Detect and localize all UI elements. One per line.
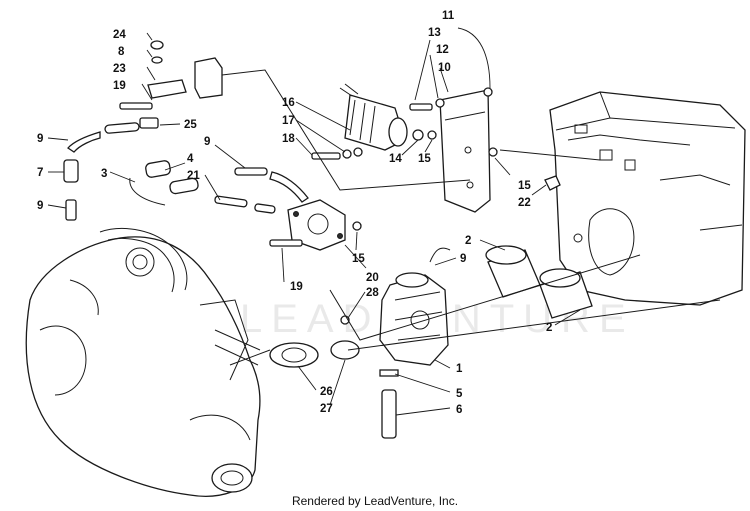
callout-label: 9 (37, 133, 43, 145)
callout-label: 24 (113, 29, 126, 41)
callout-label: 9 (460, 253, 466, 265)
callout-label: 2 (546, 322, 552, 334)
callout-label: 11 (442, 10, 455, 22)
callout-label: 22 (518, 197, 531, 209)
callout-label: 8 (118, 46, 125, 58)
callout-label: 21 (187, 170, 200, 182)
callout-label: 12 (436, 44, 449, 56)
callout-label: 6 (456, 404, 462, 416)
carburetor (379, 247, 451, 439)
callout-label: 4 (187, 153, 194, 165)
airbox-housing (549, 91, 746, 306)
intake-boots (485, 245, 593, 319)
callout-label: 13 (428, 27, 441, 39)
assembly-lines (221, 69, 721, 366)
callout-label: 19 (290, 281, 303, 293)
callout-label: 9 (37, 200, 43, 212)
callout-label: 15 (418, 153, 431, 165)
mounting-bracket (439, 89, 491, 213)
callout-label: 10 (438, 62, 451, 74)
callout-label: 5 (456, 388, 463, 400)
callout-label: 23 (113, 63, 126, 75)
footer-credit: Rendered by LeadVenture, Inc. (291, 494, 459, 508)
callout-labels: 24 8 23 19 25 9 7 9 3 4 21 9 16 17 18 14… (37, 10, 552, 416)
callout-label: 16 (282, 97, 295, 109)
callout-label: 26 (320, 386, 333, 398)
callout-label: 15 (352, 253, 365, 265)
callout-label: 27 (320, 403, 333, 415)
intake-flange (269, 340, 360, 368)
callout-label: 2 (465, 235, 471, 247)
callout-label: 20 (366, 272, 379, 284)
fasteners (119, 87, 561, 325)
callout-label: 9 (204, 136, 210, 148)
callout-label: 19 (113, 80, 126, 92)
callout-label: 3 (101, 168, 107, 180)
fuel-hoses (63, 117, 309, 221)
callout-label: 25 (184, 119, 197, 131)
electric-choke (339, 83, 408, 151)
callout-label: 17 (282, 115, 295, 127)
callout-label: 14 (389, 153, 402, 165)
callout-label: 28 (366, 287, 379, 299)
callout-label: 15 (518, 180, 531, 192)
callout-label: 1 (456, 363, 463, 375)
callout-label: 18 (282, 133, 295, 145)
leader-lines (47, 27, 581, 416)
switch-box (147, 40, 223, 99)
engine-assembly (25, 227, 261, 497)
callout-label: 7 (37, 167, 43, 179)
